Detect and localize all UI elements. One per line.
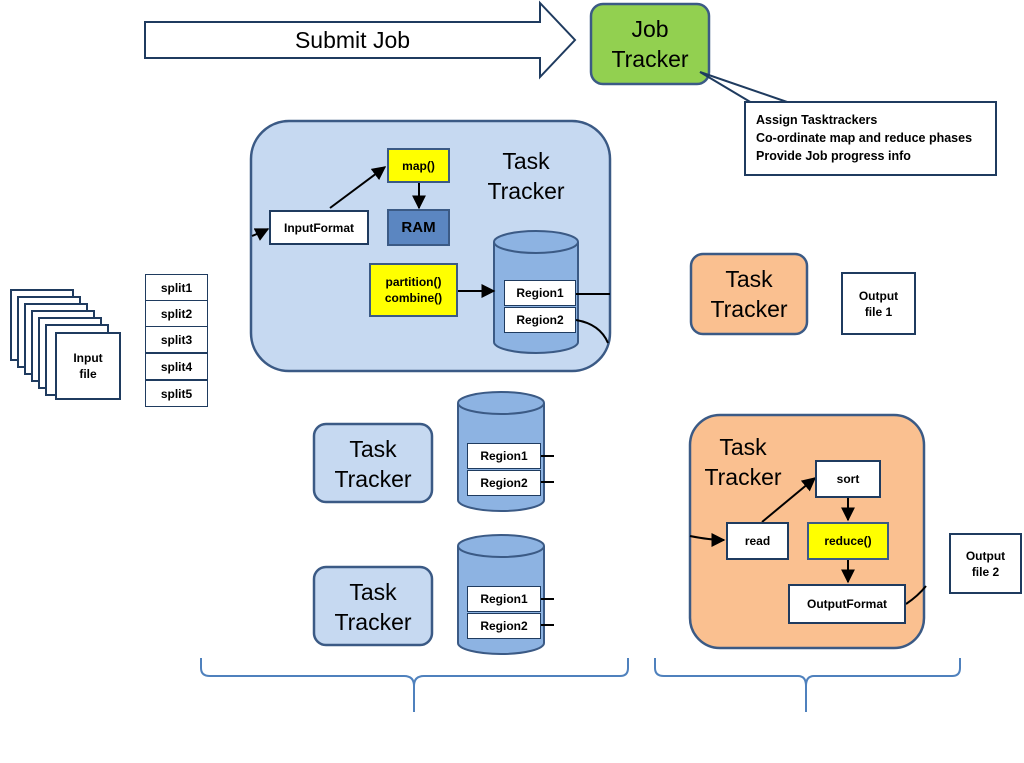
submit-job-label: Submit Job (294, 26, 411, 53)
read-box: read (726, 522, 789, 560)
region2-cell: Region2 (504, 307, 576, 333)
map-function-box: map() (387, 148, 450, 183)
split-2: split2 (145, 300, 208, 327)
inputformat-box: InputFormat (269, 210, 369, 245)
split-3: split3 (145, 326, 208, 353)
split-4: split4 (145, 353, 208, 380)
cyl2-region1-cell: Region1 (467, 443, 541, 469)
partition-combine-box: partition() combine() (369, 263, 458, 317)
job-tracker-notes: Assign Tasktrackers Co-ordinate map and … (744, 101, 997, 176)
combine-label: combine() (384, 291, 443, 305)
input-file-stack (10, 289, 121, 400)
reduce-phase-brace (654, 658, 961, 712)
sort-box: sort (815, 460, 881, 498)
arrow-into-inputformat (251, 228, 270, 241)
partition-label: partition() (385, 275, 442, 289)
outputformat-box: OutputFormat (788, 584, 906, 624)
task-tracker-box-2 (312, 422, 434, 504)
arrow-read-to-sort (761, 477, 817, 523)
region1-cell: Region1 (504, 280, 576, 306)
arrow-inputformat-to-map (329, 166, 387, 209)
cyl2-region2-cell: Region2 (467, 470, 541, 496)
job-tracker-label: Job Tracker (611, 16, 689, 72)
task-tracker-2-label: Task Tracker (334, 436, 412, 492)
job-tracker-box (589, 2, 711, 86)
reduce-task-tracker-1-label: Task Tracker (710, 266, 788, 322)
cyl3-region1-cell: Region1 (467, 586, 541, 612)
task-tracker-box-3 (312, 565, 434, 647)
cyl3-region2-cell: Region2 (467, 613, 541, 639)
task-tracker-3-label: Task Tracker (334, 579, 412, 635)
output-file-2: Output file 2 (949, 533, 1022, 594)
ram-box: RAM (387, 209, 450, 246)
arrow-into-read (689, 532, 726, 547)
input-file-label: Input file (73, 351, 103, 381)
split-5: split5 (145, 380, 208, 407)
note-coordinate: Co-ordinate map and reduce phases (756, 131, 973, 145)
output-file-1: Output file 1 (841, 272, 916, 335)
note-progress: Provide Job progress info (756, 149, 911, 163)
reduce-task-tracker-box-1 (689, 252, 809, 336)
reduce-task-tracker-2-label: Task Tracker (704, 434, 782, 490)
reduce-function-box: reduce() (807, 522, 889, 560)
map-task-tracker-label: Task Tracker (487, 148, 565, 204)
job-tracker-callout-pointer (699, 71, 791, 104)
map-phase-brace (200, 658, 629, 712)
region2-output-line (575, 319, 609, 344)
outputformat-to-file-line (905, 585, 927, 605)
submit-job-arrow (144, 0, 577, 80)
note-assign: Assign Tasktrackers (756, 113, 878, 127)
split-1: split1 (145, 274, 208, 301)
